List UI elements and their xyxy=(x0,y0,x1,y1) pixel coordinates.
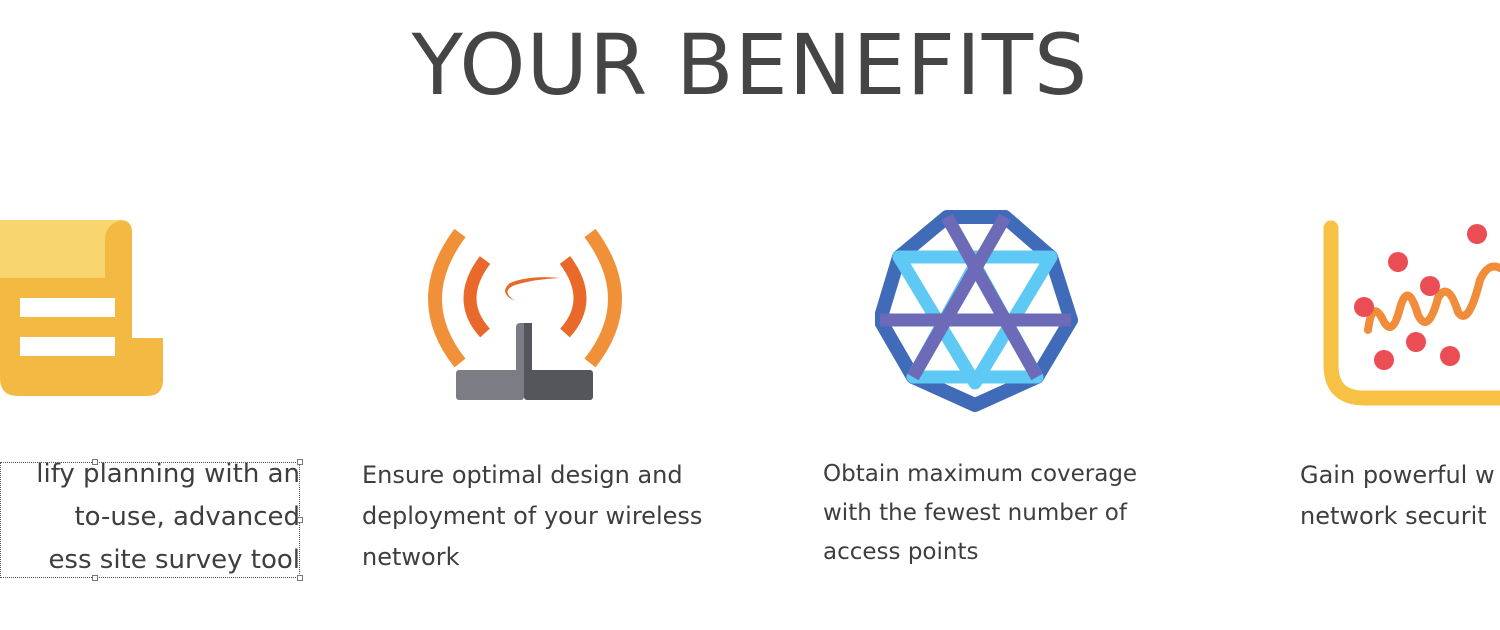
benefit-text-planning[interactable]: lify planning with an to-use, advanced e… xyxy=(36,459,300,575)
text-selection-box[interactable] xyxy=(0,459,303,581)
resize-handle-top-middle[interactable] xyxy=(92,459,98,465)
wireless-router-icon xyxy=(428,228,622,400)
document-scroll-icon xyxy=(0,220,163,396)
coverage-polygon-icon xyxy=(875,210,1078,412)
benefit-text-security: Gain powerful w network securit xyxy=(1300,461,1495,530)
resize-handle-bottom-right[interactable] xyxy=(297,575,303,581)
signal-chart-icon xyxy=(1323,220,1500,406)
resize-handle-middle-right[interactable] xyxy=(297,517,303,523)
resize-handle-top-right[interactable] xyxy=(297,459,303,465)
resize-handle-bottom-middle[interactable] xyxy=(92,575,98,581)
benefit-text-coverage: Obtain maximum coverage with the fewest … xyxy=(823,461,1138,565)
benefit-text-design: Ensure optimal design and deployment of … xyxy=(362,461,703,571)
page-title: YOUR BENEFITS xyxy=(411,16,1089,114)
